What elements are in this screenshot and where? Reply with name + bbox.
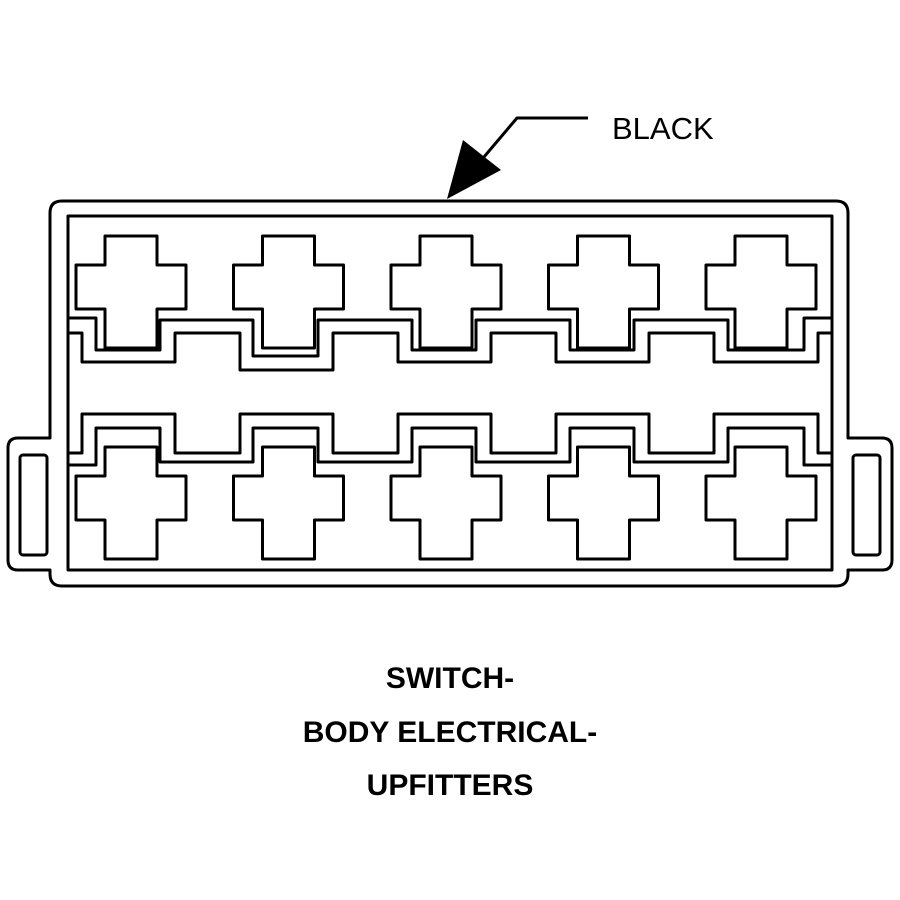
terminal-cavity-icon xyxy=(232,445,345,561)
lower-divider-wall-inner xyxy=(68,426,832,467)
wire-color-label: BLACK xyxy=(612,111,714,146)
terminal-cavities xyxy=(74,234,818,561)
caption-line-3: UPFITTERS xyxy=(366,769,534,802)
terminal-cavity-icon xyxy=(547,445,660,561)
callout-arrowhead xyxy=(447,140,501,199)
upper-divider-wall xyxy=(68,331,832,372)
terminal-cavity-icon xyxy=(232,234,345,350)
terminal-cavity-icon xyxy=(704,445,818,561)
callout-leader-line xyxy=(476,116,588,165)
terminal-cavity-icon xyxy=(389,234,503,350)
terminal-cavity-icon xyxy=(74,445,188,561)
terminal-cavity-icon xyxy=(389,445,503,561)
left-latch xyxy=(18,453,49,557)
connector-housing-outline xyxy=(6,199,894,588)
lower-divider-wall xyxy=(68,412,832,455)
connector-inner-wall xyxy=(66,214,834,572)
terminal-cavity-icon xyxy=(74,234,188,350)
caption-line-2: BODY ELECTRICAL- xyxy=(302,716,598,749)
terminal-cavity-icon xyxy=(547,234,660,350)
terminal-cavity-icon xyxy=(704,234,818,350)
caption-line-1: SWITCH- xyxy=(385,662,515,695)
right-latch xyxy=(851,453,882,557)
upper-divider-wall-inner xyxy=(68,316,832,358)
